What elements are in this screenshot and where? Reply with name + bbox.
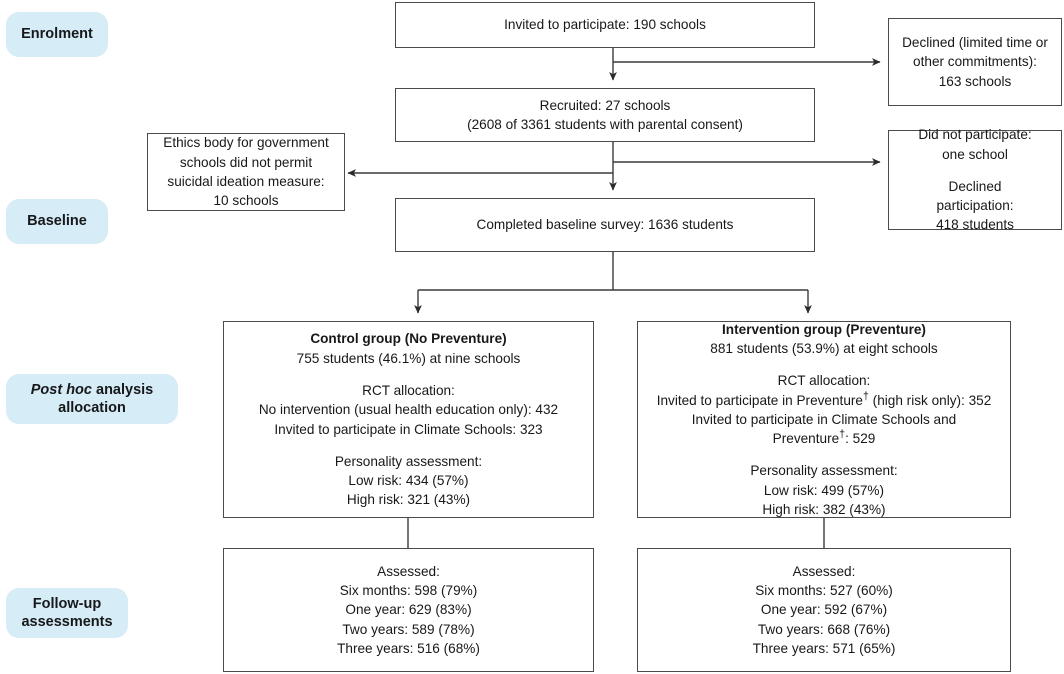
stage-badge-enrolment: Enrolment bbox=[6, 12, 108, 57]
intervention-group-header: Intervention group (Preventure) bbox=[722, 321, 926, 337]
intervention-rct-line2-c: : 529 bbox=[845, 431, 876, 447]
posthoc-line2-text: allocation bbox=[58, 400, 126, 416]
dagger-icon-1: † bbox=[862, 390, 869, 403]
box-control-followup: Assessed: Six months: 598 (79%) One year… bbox=[223, 548, 594, 672]
intervention-group-spacer-1 bbox=[646, 358, 1002, 371]
declined-schools-line3: 163 schools bbox=[938, 73, 1012, 89]
stage-badge-followup: Follow-up assessments bbox=[6, 588, 128, 638]
box-control-group: Control group (No Preventure) 755 studen… bbox=[223, 321, 594, 518]
stage-badge-posthoc-allocation: Post hoc analysis allocation bbox=[6, 374, 178, 424]
control-group-header: Control group (No Preventure) bbox=[310, 331, 507, 347]
not-participate-line1: Did not participate: bbox=[918, 127, 1032, 143]
ethics-line2: schools did not permit bbox=[179, 154, 313, 170]
stage-label-enrolment: Enrolment bbox=[21, 26, 93, 43]
intervention-group-rct-line2a: Invited to participate in Climate School… bbox=[691, 411, 957, 427]
intervention-group-pers-line2: High risk: 382 (43%) bbox=[762, 501, 886, 517]
stage-label-posthoc: Post hoc analysis allocation bbox=[31, 381, 154, 417]
box-ethics-exclusion: Ethics body for government schools did n… bbox=[147, 133, 345, 211]
box-completed-baseline-survey: Completed baseline survey: 1636 students bbox=[395, 198, 815, 252]
intervention-followup-line4: Three years: 571 (65%) bbox=[752, 640, 896, 656]
intervention-followup-line2: One year: 592 (67%) bbox=[760, 602, 888, 618]
intervention-rct-line2-b: Preventure bbox=[772, 431, 840, 447]
declined-schools-line2: other commitments): bbox=[913, 54, 1037, 70]
ethics-line1: Ethics body for government bbox=[163, 135, 329, 151]
control-followup-line2: One year: 629 (83%) bbox=[345, 602, 472, 618]
box-recruited: Recruited: 27 schools (2608 of 3361 stud… bbox=[395, 88, 815, 142]
intervention-rct-line1-a: Invited to participate in Preventure bbox=[656, 392, 863, 408]
control-group-spacer-2 bbox=[232, 439, 585, 452]
control-group-pers-label: Personality assessment: bbox=[334, 453, 483, 469]
invited-text: Invited to participate: 190 schools bbox=[504, 17, 706, 33]
box-invited-to-participate: Invited to participate: 190 schools bbox=[395, 2, 815, 48]
ethics-text: Ethics body for government schools did n… bbox=[156, 133, 336, 210]
posthoc-rest-text: analysis bbox=[91, 381, 154, 398]
control-followup-line1: Six months: 598 (79%) bbox=[339, 583, 478, 599]
intervention-rct-line1-b: (high risk only): 352 bbox=[868, 392, 992, 408]
intervention-group-text: Intervention group (Preventure) 881 stud… bbox=[646, 320, 1002, 519]
dagger-icon-2: † bbox=[839, 428, 846, 441]
control-followup-text: Assessed: Six months: 598 (79%) One year… bbox=[232, 562, 585, 658]
intervention-group-spacer-2 bbox=[646, 448, 1002, 461]
intervention-group-rct-line1: Invited to participate in Preventure† (h… bbox=[646, 391, 1002, 410]
stage-label-followup: Follow-up assessments bbox=[21, 595, 112, 631]
control-group-spacer-1 bbox=[232, 368, 585, 381]
control-group-text: Control group (No Preventure) 755 studen… bbox=[232, 329, 585, 509]
stage-badge-baseline: Baseline bbox=[6, 199, 108, 244]
intervention-followup-line3: Two years: 668 (76%) bbox=[757, 621, 891, 637]
box-intervention-followup: Assessed: Six months: 527 (60%) One year… bbox=[637, 548, 1011, 672]
followup-line1-text: Follow-up bbox=[32, 595, 102, 612]
control-group-rct-line2: Invited to participate in Climate School… bbox=[274, 421, 543, 437]
control-followup-line4: Three years: 516 (68%) bbox=[337, 640, 480, 656]
control-followup-header: Assessed: bbox=[377, 563, 440, 579]
control-group-subhead: 755 students (46.1%) at nine schools bbox=[296, 350, 521, 366]
box-declined-schools: Declined (limited time or other commitme… bbox=[888, 18, 1062, 106]
intervention-group-pers-label: Personality assessment: bbox=[750, 463, 898, 479]
control-followup-line3: Two years: 589 (78%) bbox=[342, 621, 475, 637]
not-participate-line5: 418 students bbox=[936, 217, 1014, 233]
connector-baseline-split bbox=[414, 252, 812, 314]
intervention-followup-header: Assessed: bbox=[792, 563, 856, 579]
box-intervention-group: Intervention group (Preventure) 881 stud… bbox=[637, 321, 1011, 518]
recruited-text: Recruited: 27 schools (2608 of 3361 stud… bbox=[404, 96, 806, 135]
stage-label-baseline: Baseline bbox=[27, 213, 87, 230]
not-participate-text: Did not participate: one school Declined… bbox=[897, 125, 1053, 234]
not-participate-spacer bbox=[897, 164, 1053, 177]
posthoc-italic-text: Post hoc bbox=[30, 381, 92, 398]
not-participate-line3: Declined bbox=[948, 178, 1002, 194]
recruited-line2: (2608 of 3361 students with parental con… bbox=[467, 117, 743, 132]
declined-schools-text: Declined (limited time or other commitme… bbox=[897, 33, 1053, 91]
ethics-line4: 10 schools bbox=[213, 193, 279, 209]
followup-line2-text: assessments bbox=[21, 614, 113, 630]
intervention-followup-line1: Six months: 527 (60%) bbox=[755, 583, 893, 599]
intervention-group-rct-label: RCT allocation: bbox=[777, 373, 871, 389]
intervention-group-pers-line1: Low risk: 499 (57%) bbox=[763, 482, 885, 498]
control-group-pers-line1: Low risk: 434 (57%) bbox=[348, 473, 469, 488]
control-group-rct-label: RCT allocation: bbox=[362, 382, 455, 398]
box-did-not-participate: Did not participate: one school Declined… bbox=[888, 127, 1062, 232]
intervention-followup-text: Assessed: Six months: 527 (60%) One year… bbox=[646, 562, 1002, 658]
declined-schools-line1: Declined (limited time or bbox=[902, 35, 1048, 51]
not-participate-line2: one school bbox=[942, 146, 1008, 162]
ethics-line3: suicidal ideation measure: bbox=[167, 174, 325, 189]
recruited-line1: Recruited: 27 schools bbox=[539, 97, 671, 113]
control-group-pers-line2: High risk: 321 (43%) bbox=[346, 492, 471, 508]
not-participate-line4: participation: bbox=[936, 198, 1014, 214]
baseline-survey-text: Completed baseline survey: 1636 students bbox=[476, 217, 734, 233]
control-group-rct-line1: No intervention (usual health education … bbox=[258, 402, 559, 418]
intervention-group-subhead: 881 students (53.9%) at eight schools bbox=[710, 341, 938, 357]
intervention-group-rct-line2b: Preventure†: 529 bbox=[646, 429, 1002, 448]
